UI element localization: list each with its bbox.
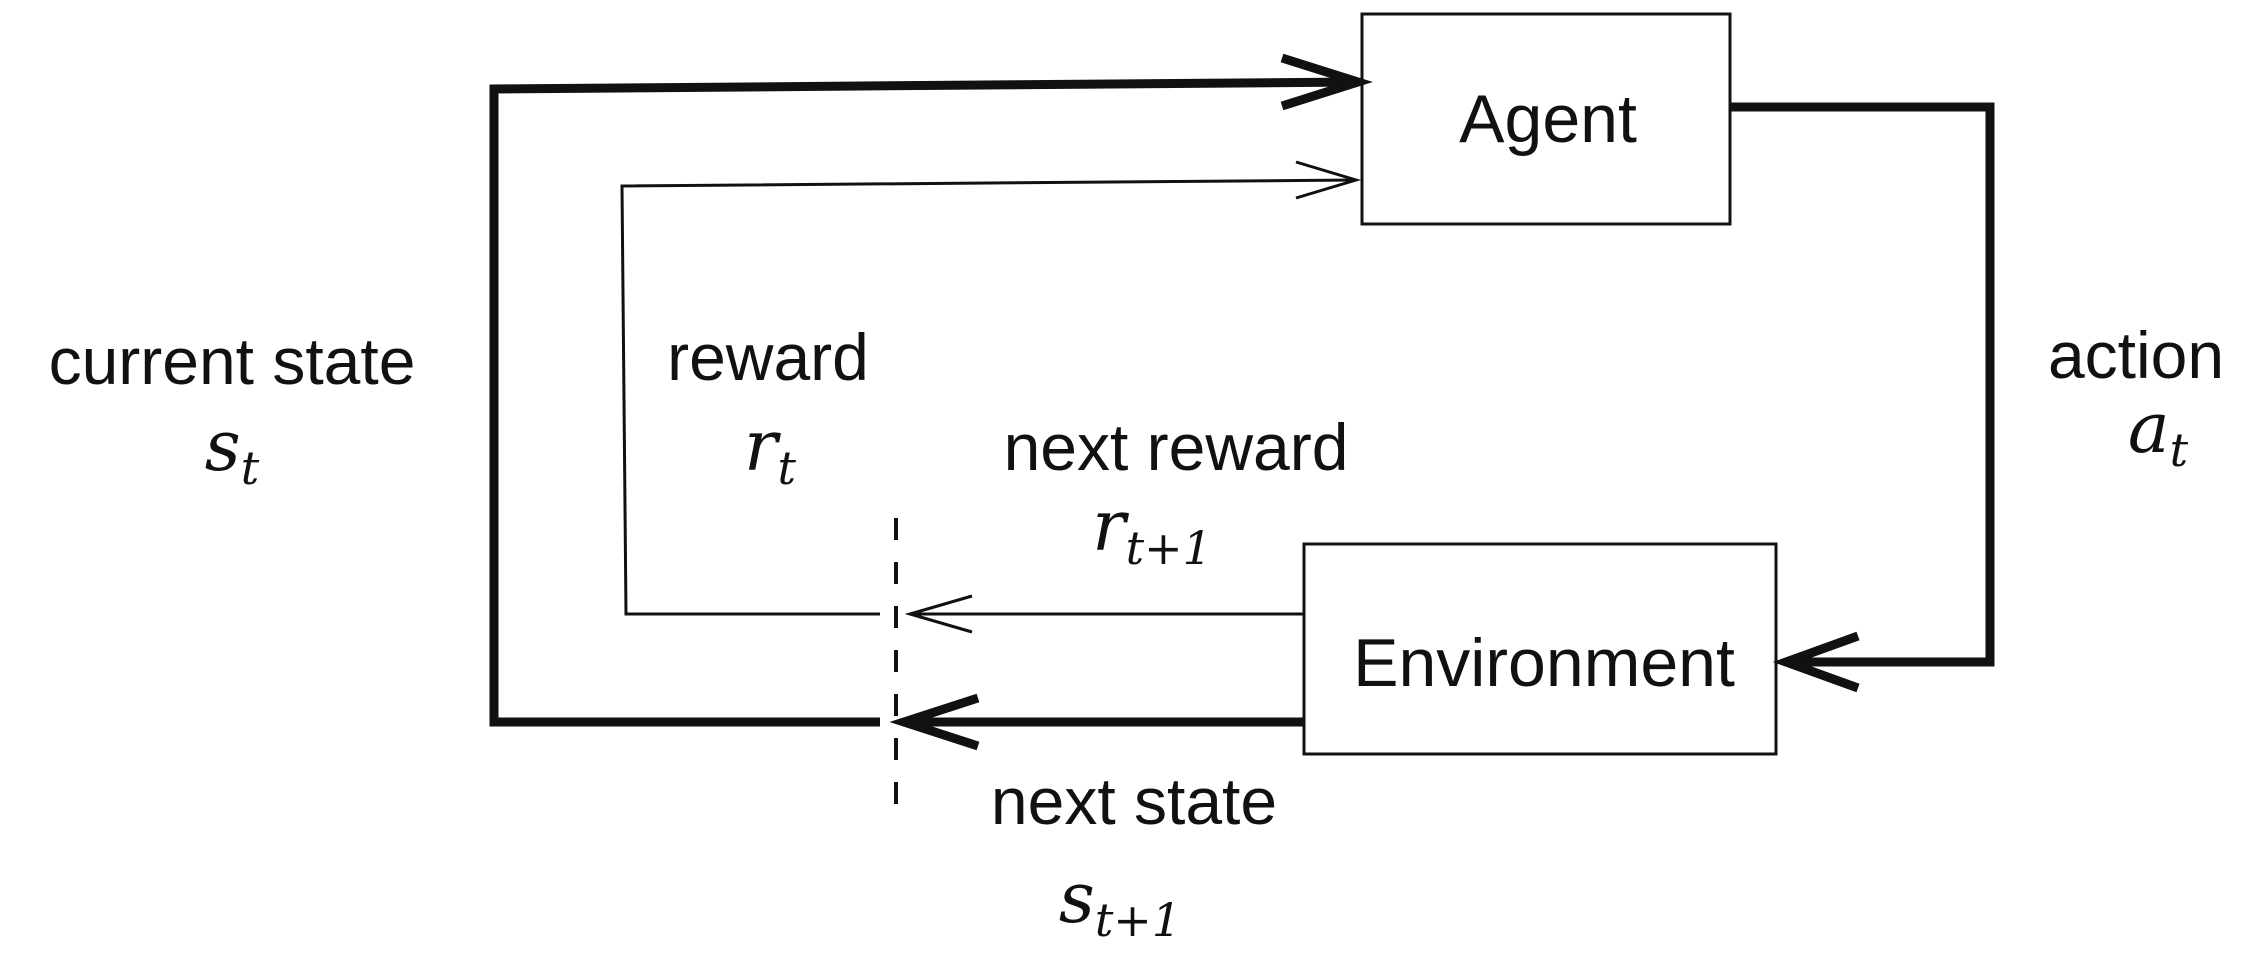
- agent-box: [1360, 12, 1732, 226]
- next-reward-symbol-subscript: t+1: [1126, 521, 1212, 575]
- next-state-symbol: st+1: [1059, 857, 1181, 947]
- next-state-edge: [889, 693, 1304, 751]
- next-state-label: next state: [991, 764, 1277, 838]
- current-state-label: current state: [49, 324, 416, 398]
- reward-symbol-base: r: [744, 405, 781, 487]
- next-reward-symbol-base: r: [1092, 485, 1129, 567]
- environment-label: Environment: [1353, 625, 1735, 701]
- action-line: [1730, 102, 1995, 667]
- environment-box: [1302, 542, 1778, 756]
- next-state-symbol-subscript: t+1: [1095, 893, 1181, 947]
- next-reward-label: next reward: [1004, 410, 1349, 484]
- current-state-line: [489, 77, 1359, 727]
- environment-node[interactable]: Environment: [1302, 542, 1778, 756]
- action-symbol-base: a: [2128, 387, 2170, 469]
- reward-arrowhead: [1295, 160, 1362, 200]
- current-state-edge: [489, 53, 1373, 727]
- next-state-label-group: next state st+1: [991, 764, 1277, 947]
- action-arrowhead: [1772, 631, 1860, 693]
- reward-label: reward: [667, 320, 869, 394]
- reward-symbol: rt: [744, 405, 796, 495]
- next-state-symbol-base: s: [1059, 857, 1095, 939]
- current-state-arrowhead: [1280, 53, 1373, 111]
- next-reward-label-group: next reward rt+1: [1004, 410, 1349, 575]
- action-label-group: action at: [2048, 318, 2224, 477]
- current-state-label-group: current state st: [49, 324, 416, 495]
- current-state-symbol-base: s: [205, 405, 241, 487]
- current-state-symbol-subscript: t: [241, 441, 260, 495]
- next-state-arrowhead: [889, 693, 980, 751]
- action-label: action: [2048, 318, 2224, 392]
- next-reward-symbol: rt+1: [1092, 485, 1212, 575]
- next-reward-edge: [904, 594, 1304, 634]
- reward-label-group: reward rt: [667, 320, 869, 495]
- reward-line: [620, 178, 1357, 616]
- agent-node[interactable]: Agent: [1360, 12, 1732, 226]
- action-symbol: at: [2128, 387, 2189, 477]
- current-state-symbol: st: [205, 405, 260, 495]
- reward-symbol-subscript: t: [777, 441, 796, 495]
- reward-edge: [620, 160, 1362, 616]
- action-symbol-subscript: t: [2170, 423, 2189, 477]
- agent-label: Agent: [1459, 81, 1637, 157]
- next-reward-arrowhead: [904, 594, 973, 634]
- action-edge: [1730, 102, 1995, 693]
